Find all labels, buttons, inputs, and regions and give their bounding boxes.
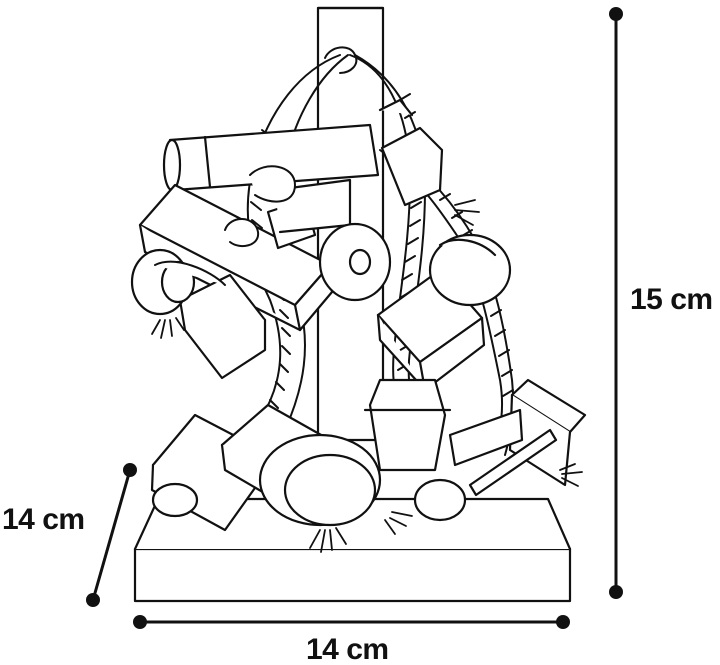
rope-loops — [154, 165, 296, 286]
dimension-lines — [91, 12, 618, 624]
depth-dimension-line — [91, 468, 132, 602]
width-label: 14 cm — [306, 633, 389, 665]
depth-label: 14 cm — [2, 503, 85, 536]
wood-discs — [130, 222, 512, 527]
height-label: 15 cm — [630, 283, 713, 316]
rope-tassels — [151, 199, 583, 553]
dimension-endpoints — [86, 7, 623, 629]
